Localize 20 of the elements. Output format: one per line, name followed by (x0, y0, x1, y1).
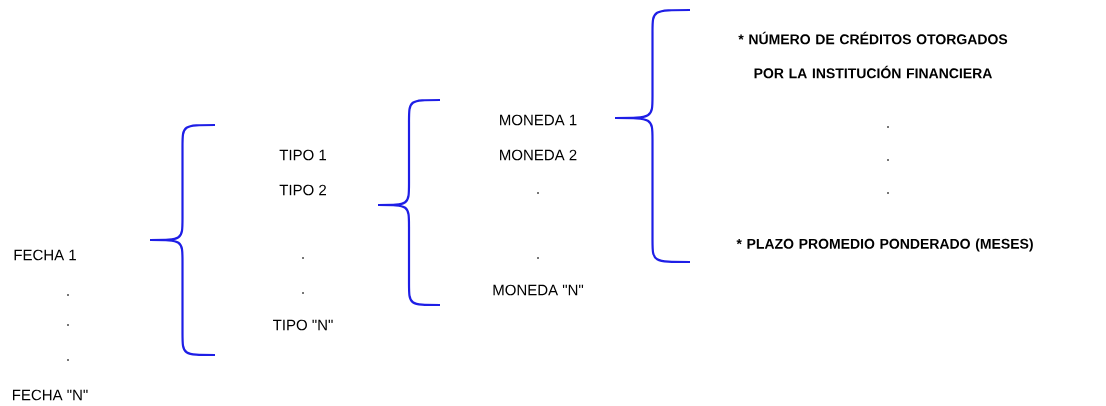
ellipsis-dot: . (302, 257, 304, 259)
note-text: * PLAZO PROMEDIO PONDERADO (MESES) (736, 238, 1033, 252)
ellipsis-dot: . (67, 359, 69, 361)
ellipsis-dot: . (302, 292, 304, 294)
list-item-label: TIPO 2 (279, 184, 326, 196)
list-item-label: FECHA "N" (13, 389, 88, 401)
list-item-label: TIPO "N" (273, 319, 333, 331)
note-text: * NÚMERO DE CRÉDITOS OTORGADOS POR LA INSTITUCIÓN FINANCIERA (738, 31, 1008, 79)
list-item-label: MONEDA "N" (493, 284, 584, 296)
ellipsis-dot: . (537, 192, 539, 194)
ellipsis-dot: . (537, 257, 539, 259)
ellipsis-dot: . (67, 324, 69, 326)
ellipsis-dot: . (887, 192, 889, 194)
ellipsis-dot: . (887, 159, 889, 161)
list-item-label: MONEDA 2 (500, 149, 577, 161)
list-item-label: MONEDA 1 (500, 114, 577, 126)
ellipsis-dot: . (67, 294, 69, 296)
list-item-label: FECHA 1 (14, 249, 76, 261)
list-item-label: TIPO 1 (279, 149, 326, 161)
ellipsis-dot: . (887, 126, 889, 128)
